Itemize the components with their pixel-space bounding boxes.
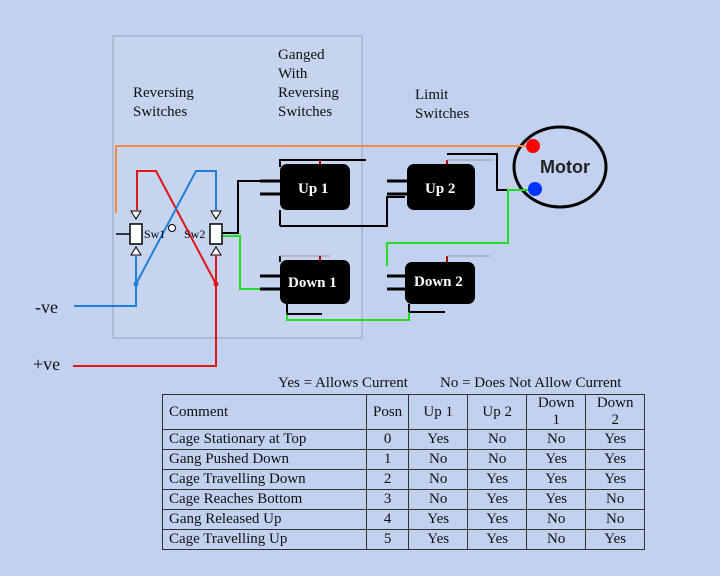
table-cell: Yes [467,529,528,550]
table-row: Cage Stationary at Top 0 Yes No No Yes [162,429,646,450]
table-row: Cage Travelling Up 5 Yes Yes No Yes [162,529,646,550]
table-cell: Yes [408,509,469,530]
switch-pivot [168,224,176,232]
table-cell: No [526,429,587,450]
positive-supply-label: +ve [33,354,60,374]
table-cell: 2 [365,469,410,490]
sw1-label: Sw1 [144,227,165,241]
table-cell: 3 [365,489,410,510]
table-cell: Yes [526,449,587,470]
ganged-label-4: Switches [278,104,332,120]
column-header: Posn [365,394,410,430]
table-cell: Yes [585,449,646,470]
table-cell: Yes [526,489,587,510]
table-cell: Yes [408,529,469,550]
table-row: Gang Released Up 4 Yes Yes No No [162,509,646,530]
table-cell: No [408,469,469,490]
table-cell: Yes [526,469,587,490]
junction-dot [133,281,139,287]
wire-red [73,170,217,367]
table-cell: No [526,529,587,550]
table-cell: 0 [365,429,410,450]
wire-black-up1-top [279,159,366,167]
table-cell: 5 [365,529,410,550]
motor-terminal-red [526,139,540,153]
limit-switches-label-2: Switches [415,106,469,122]
table-cell: No [585,489,646,510]
column-header: Up 1 [408,394,469,430]
ganged-label-1: Ganged [278,47,325,63]
column-header: Down 1 [526,394,587,430]
motor-label: Motor [540,157,590,177]
table-cell: Yes [585,469,646,490]
column-header: Comment [162,394,367,430]
reversing-switches-label-1: Reversing [133,85,194,101]
reversing-switch-sw1: Sw1 [116,210,165,284]
sw2-label: Sw2 [184,227,205,241]
legend-yes: Yes = Allows Current [278,375,409,391]
table-cell: No [408,489,469,510]
table-cell: Cage Stationary at Top [162,429,367,450]
legend-no: No = Does Not Allow Current [440,375,622,391]
table-row: Cage Travelling Down 2 No Yes Yes Yes [162,469,646,490]
down2-label: Down 2 [414,274,463,290]
negative-supply-label: -ve [35,297,58,317]
ganged-label-3: Reversing [278,85,339,101]
wire-black-sw2-up1 [222,180,262,234]
limit-switches-label-1: Limit [415,87,449,103]
limit-switch-up2: Up 2 [387,159,493,210]
column-header: Up 2 [467,394,528,430]
down1-label: Down 1 [288,275,337,291]
table-cell: Gang Released Up [162,509,367,530]
table-cell: No [526,509,587,530]
motor-terminal-blue [528,182,542,196]
limit-switch-down1: Down 1 [260,255,350,315]
table-cell: Yes [585,429,646,450]
wire-orange [115,145,533,213]
table-cell: Yes [467,489,528,510]
table-row: Gang Pushed Down 1 No No Yes Yes [162,449,646,470]
table-cell: No [467,449,528,470]
reversing-switch-sw2: Sw2 [184,210,223,284]
table-cell: No [467,429,528,450]
table-cell: Yes [467,469,528,490]
table-cell: Cage Reaches Bottom [162,489,367,510]
table-cell: Yes [408,429,469,450]
limit-switch-up1: Up 1 [260,160,350,226]
table-cell: Cage Travelling Down [162,469,367,490]
table-cell: No [408,449,469,470]
up2-label: Up 2 [425,181,455,197]
table-cell: No [585,509,646,530]
table-cell: Yes [585,529,646,550]
table-header-row: Comment Posn Up 1 Up 2 Down 1 Down 2 [162,394,646,430]
junction-dot [213,281,219,287]
table-cell: 1 [365,449,410,470]
table-cell: Yes [467,509,528,530]
wire-green-sw2-down1 [222,235,262,290]
table-cell: 4 [365,509,410,530]
table-row: Cage Reaches Bottom 3 No Yes Yes No [162,489,646,510]
column-header: Down 2 [585,394,646,430]
wire-black-up1-up2 [280,196,405,227]
reversing-switches-label-2: Switches [133,104,187,120]
ganged-label-2: With [278,66,308,82]
limit-switch-down2: Down 2 [387,255,490,313]
table-cell: Cage Travelling Up [162,529,367,550]
truth-table: Comment Posn Up 1 Up 2 Down 1 Down 2 Cag… [162,394,646,550]
up1-label: Up 1 [298,181,328,197]
wire-blue [74,170,217,307]
wire-green-down2-motor [386,189,533,266]
table-cell: Gang Pushed Down [162,449,367,470]
